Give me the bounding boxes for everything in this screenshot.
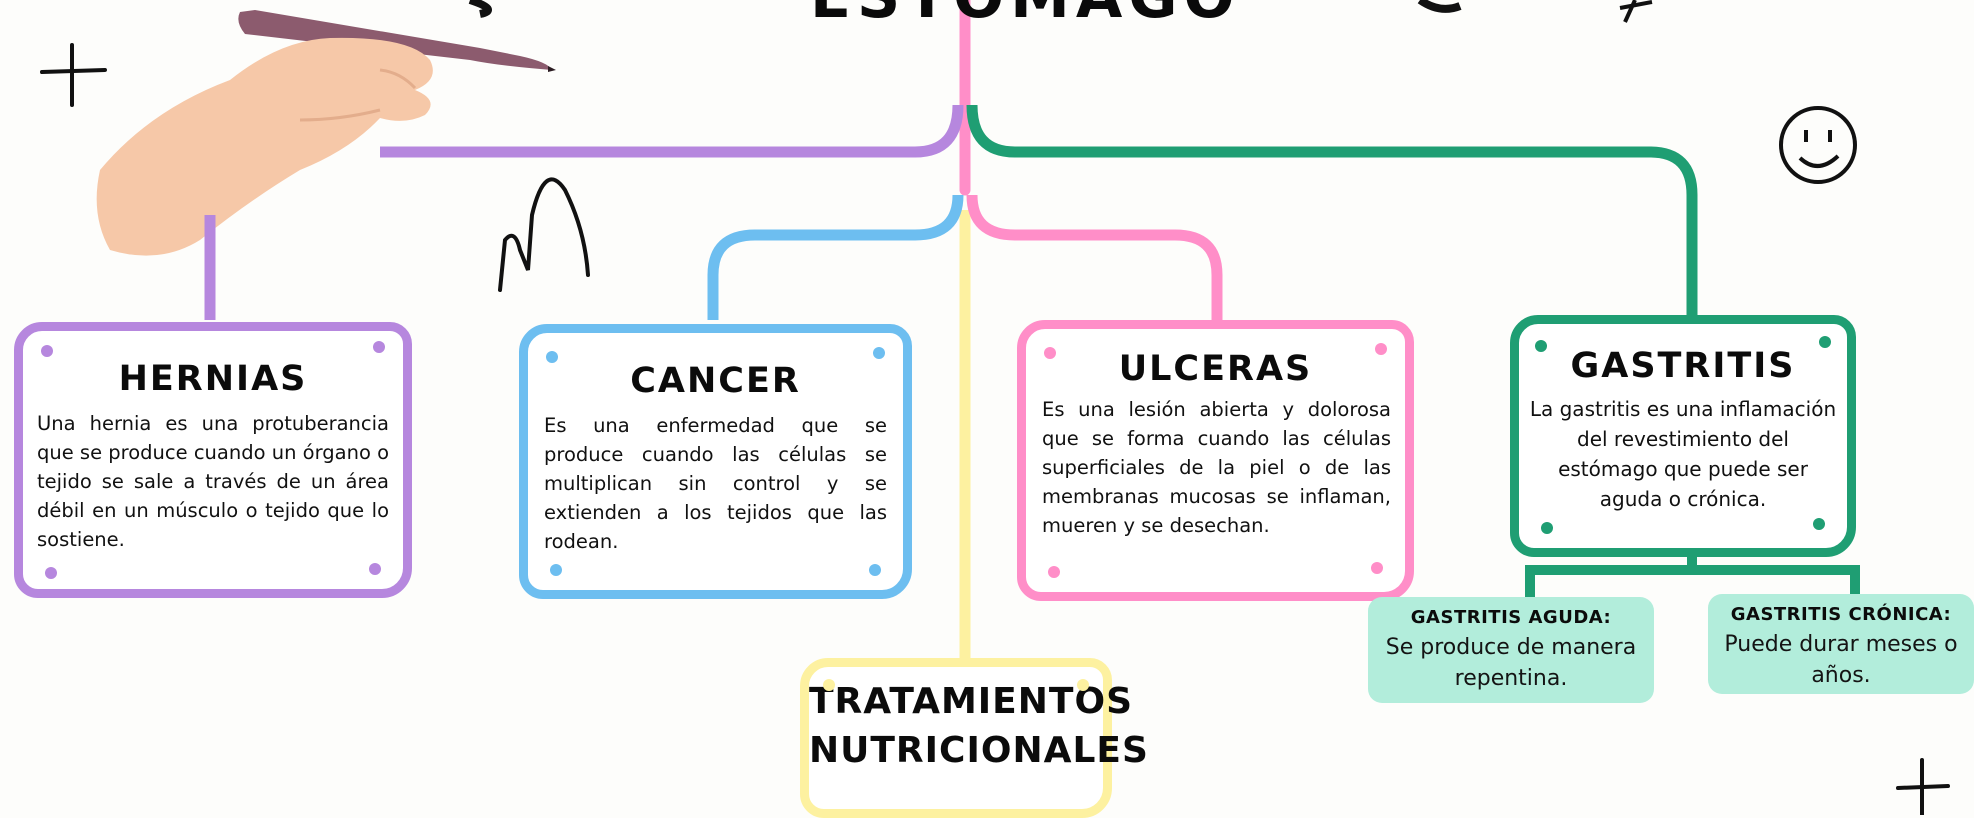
card-dot (546, 351, 558, 363)
card-text: La gastritis es una inflamación del reve… (1529, 397, 1837, 511)
subcard-title: GASTRITIS AGUDA: (1410, 607, 1612, 628)
card-dot (373, 341, 385, 353)
card-dot (1375, 343, 1387, 355)
subcard-gastritis-cronica: GASTRITIS CRÓNICA: Puede durar meses o a… (1708, 594, 1974, 694)
card-dot (873, 347, 885, 359)
card-title-line2: NUTRICIONALES (809, 730, 1149, 771)
card-title: CANCER (630, 361, 801, 401)
title-fragment: ESTÓMAGO (810, 0, 1241, 32)
card-title: ULCERAS (1118, 349, 1313, 389)
card-tratamientos: TRATAMIENTOS NUTRICIONALES (800, 658, 1149, 818)
card-dot (1077, 679, 1089, 691)
card-dot (1813, 518, 1825, 530)
card-dot (1048, 566, 1060, 578)
subcard-text: Puede durar meses o años. (1724, 632, 1958, 688)
card-dot (869, 564, 881, 576)
card-dot (1541, 522, 1553, 534)
scribble-icon (498, 177, 590, 292)
card-title-line1: TRATAMIENTOS (809, 681, 1133, 722)
card-dot (550, 564, 562, 576)
card-dot (369, 563, 381, 575)
hand-with-marker-icon (96, 10, 556, 256)
card-dot (45, 567, 57, 579)
smiley-icon (1779, 106, 1857, 184)
card-ulceras: ULCERAS Es una lesión abierta y dolorosa… (1017, 320, 1414, 601)
plus-icon (1896, 758, 1950, 815)
card-dot (1044, 347, 1056, 359)
card-title: HERNIAS (118, 359, 308, 399)
card-dot (1371, 562, 1383, 574)
subcard-gastritis-aguda: GASTRITIS AGUDA: Se produce de manera re… (1368, 597, 1654, 703)
card-dot (823, 679, 835, 691)
card-dot (41, 345, 53, 357)
plus-icon (40, 43, 107, 107)
subcard-text: Se produce de manera repentina. (1385, 635, 1637, 691)
card-title: GASTRITIS (1570, 346, 1796, 386)
card-dot (1819, 336, 1831, 348)
card-text: Una hernia es una protuberancia que se p… (37, 412, 389, 551)
card-text: Es una lesión abierta y dolorosa que se … (1042, 398, 1391, 537)
card-gastritis: GASTRITIS La gastritis es una inflamació… (1510, 315, 1856, 557)
card-hernias: HERNIAS Una hernia es una protuberancia … (14, 322, 412, 598)
card-dot (1535, 340, 1547, 352)
card-cancer: CANCER Es una enfermedad que se produce … (519, 324, 912, 599)
card-text: Es una enfermedad que se produce cuando … (544, 414, 887, 553)
subcard-title: GASTRITIS CRÓNICA: (1730, 604, 1952, 625)
